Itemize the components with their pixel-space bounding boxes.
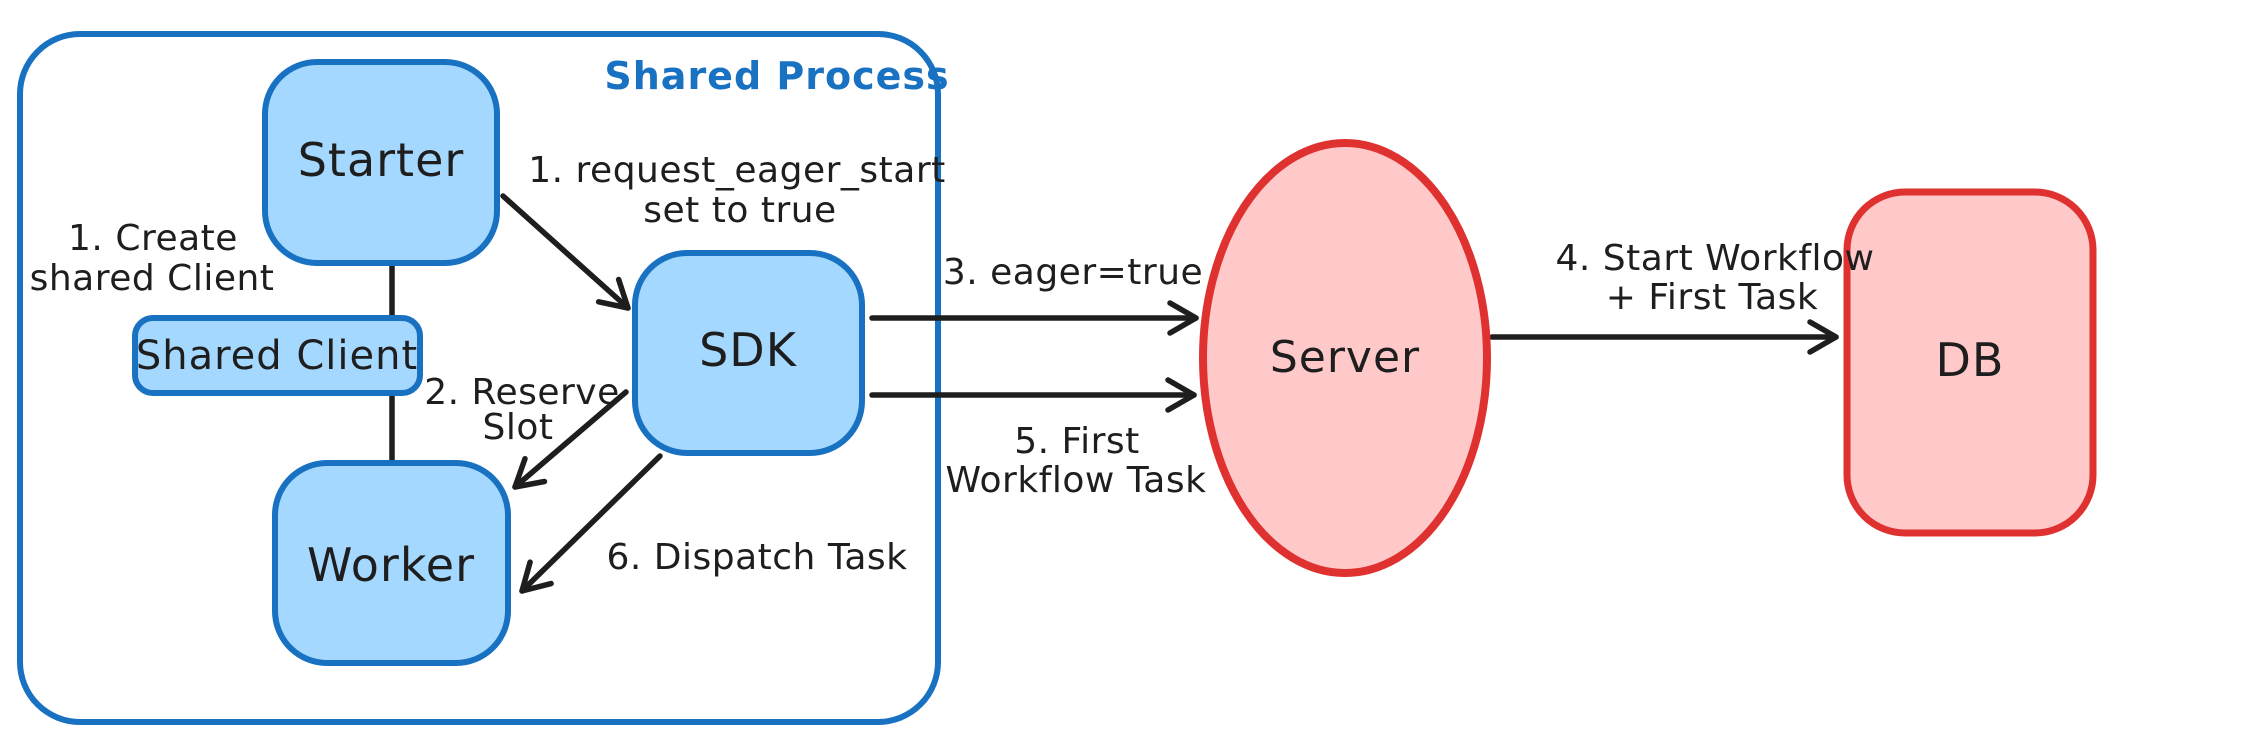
note-dispatch-task: 6. Dispatch Task [606, 537, 907, 578]
note-reserve-slot-line1: 2. Reserve [424, 372, 620, 413]
note-reserve-slot-line2: Slot [483, 407, 554, 448]
shared-process-label: Shared Process [604, 54, 949, 98]
note-eager-true: 3. eager=true [943, 252, 1203, 293]
note-first-workflow-task-line2: Workflow Task [946, 460, 1207, 501]
note-create-shared-client-line1: 1. Create [68, 218, 238, 259]
note-create-shared-client-line2: shared Client [30, 258, 275, 299]
starter-node [262, 59, 500, 266]
worker-node [272, 460, 511, 666]
server-label: Server [1270, 332, 1420, 383]
sdk-node [632, 250, 865, 456]
note-request-eager-start-line2: set to true [643, 190, 836, 231]
note-start-workflow-line2: + First Task [1606, 277, 1819, 318]
note-request-eager-start-line1: 1. request_eager_start [528, 150, 946, 191]
db-label: DB [1936, 333, 2005, 387]
worker-label: Worker [307, 538, 475, 592]
note-first-workflow-task-line1: 5. First [1014, 421, 1140, 462]
note-start-workflow-line1: 4. Start Workflow [1556, 238, 1875, 279]
arrow-request-eager-start [500, 193, 631, 311]
shared-client-label: Shared Client [136, 333, 418, 379]
shared-client-node [132, 315, 423, 396]
starter-label: Starter [298, 133, 465, 187]
shared-process-container [17, 31, 941, 725]
sdk-label: SDK [699, 323, 798, 377]
arrow-reserve-slot [512, 389, 629, 490]
server-node [1199, 139, 1491, 577]
arrow-dispatch-task [519, 453, 663, 594]
db-node [1843, 188, 2097, 537]
